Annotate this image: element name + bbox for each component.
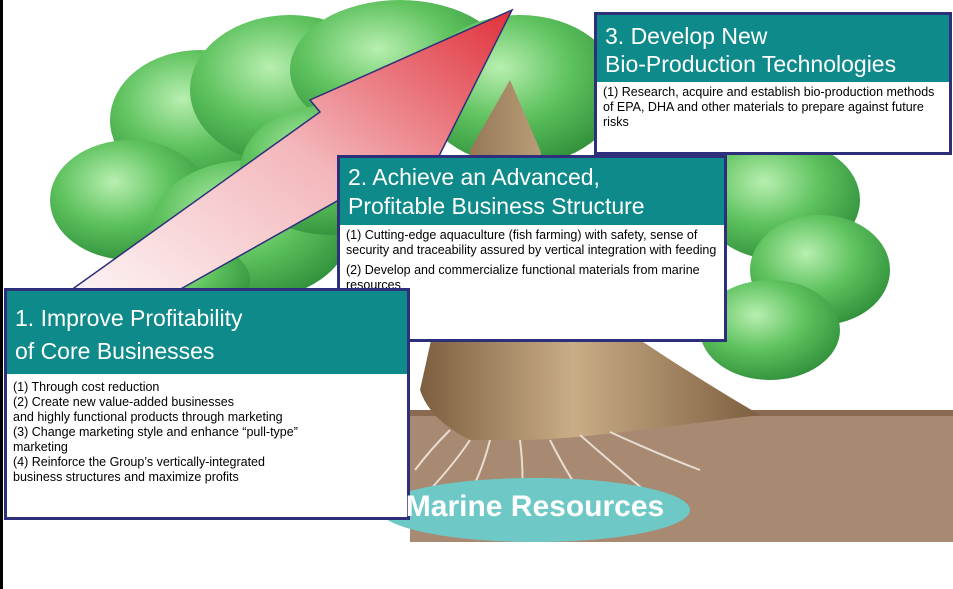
strategy-1-line: and highly functional products through m… [13,410,283,424]
strategy-1-line: marketing [13,440,68,454]
marine-resources-label: Marine Resources [405,490,665,523]
strategy-1-line: (4) Reinforce the Group’s vertically-int… [13,455,265,469]
strategy-1-body: (1) Through cost reduction (2) Create ne… [7,374,407,491]
strategy-1-title-line1: 1. Improve Profitability [15,305,243,331]
strategy-1-title: 1. Improve Profitability of Core Busines… [7,291,407,374]
strategy-2-item-1: (1) Cutting-edge aquaculture (fish farmi… [346,228,717,257]
strategy-2-title-line2: Profitable Business Structure [348,193,645,219]
strategy-2-title: 2. Achieve an Advanced, Profitable Busin… [340,158,724,225]
strategy-3-title-line1: 3. Develop New [605,23,768,49]
strategy-3-title-line2: Bio-Production Technologies [605,51,897,77]
strategy-1-line: business structures and maximize profits [13,470,239,484]
strategy-1-title-line2: of Core Businesses [15,338,215,364]
strategy-box-3: 3. Develop New Bio-Production Technologi… [594,12,952,155]
strategy-3-body: (1) Research, acquire and establish bio-… [597,82,949,134]
strategy-3-title: 3. Develop New Bio-Production Technologi… [597,15,949,82]
strategy-2-body: (1) Cutting-edge aquaculture (fish farmi… [340,225,724,302]
strategy-box-1: 1. Improve Profitability of Core Busines… [4,288,410,520]
marine-ellipse [380,478,690,542]
strategy-3-item-1: (1) Research, acquire and establish bio-… [603,85,935,129]
strategy-1-line: (2) Create new value-added businesses [13,395,234,409]
left-frame-line [0,0,3,589]
strategy-1-line: (1) Through cost reduction [13,380,160,394]
strategy-2-title-line1: 2. Achieve an Advanced, [348,164,600,190]
strategy-1-line: (3) Change marketing style and enhance “… [13,425,298,439]
strategy-box-2: 2. Achieve an Advanced, Profitable Busin… [337,155,727,342]
